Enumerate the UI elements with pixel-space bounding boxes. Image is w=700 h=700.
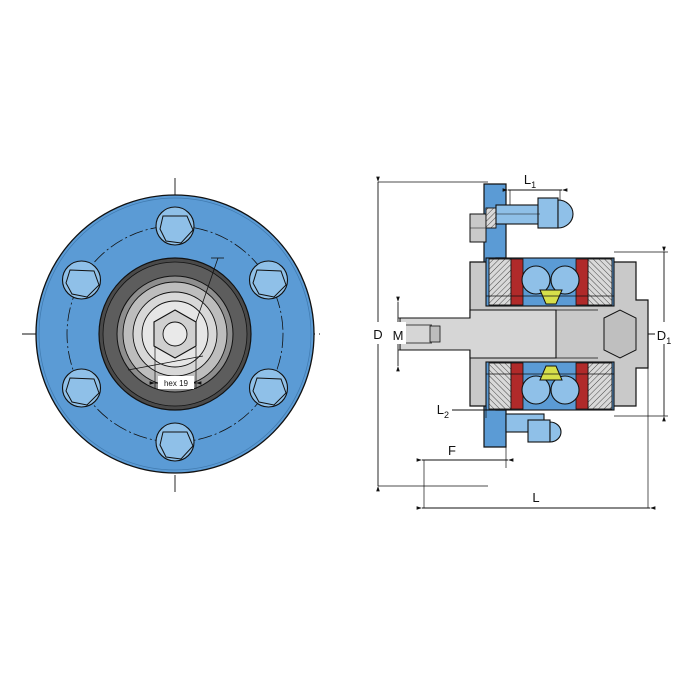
hex-socket-bore (162, 321, 188, 347)
grease-fitting-bottom (505, 413, 562, 443)
bearing-bottom-seal-right (587, 362, 613, 410)
dimension-L1: L1 (502, 172, 568, 205)
hex-label: hex 19 (164, 379, 189, 388)
M-label-bg (390, 322, 406, 344)
grease-fitting-top (469, 197, 574, 243)
front-view: hex 19 (22, 178, 320, 492)
bearing-bottom-seal-red-left (510, 362, 524, 410)
bolt-head-top (537, 197, 559, 229)
bolt-head (155, 422, 195, 462)
dimension-L: L (416, 368, 656, 510)
M-label: M (393, 328, 404, 343)
cage-top (539, 289, 563, 305)
dimension-D1: D1 (614, 246, 675, 422)
bolt-head (248, 368, 289, 408)
bolt-cap-top (557, 199, 574, 229)
flange-outer-edge (38, 197, 312, 471)
D1-label: D1 (657, 328, 671, 346)
ball-bottom-1 (521, 375, 551, 405)
dimension-L2: L2 (437, 402, 487, 420)
D-label: D (373, 327, 382, 342)
dimension-D: D (370, 176, 488, 492)
cage-bottom (539, 365, 563, 381)
bearing-top-seal-left (488, 258, 512, 306)
dimension-F: F (416, 443, 514, 468)
F-label: F (448, 443, 456, 458)
L1-label: L1 (524, 172, 536, 190)
bolt-head (61, 368, 102, 408)
bolt-head (155, 206, 195, 246)
L-label: L (532, 490, 539, 505)
L2-label: L2 (437, 402, 449, 420)
bolt-shank-top (495, 204, 541, 225)
ball-bottom-2 (550, 375, 580, 405)
bolt-head-bottom (527, 419, 551, 443)
bearing-top-seal-red-left (510, 258, 524, 306)
bolt-cap-bottom (549, 421, 562, 443)
ball-top-2 (550, 265, 580, 295)
hex-leader-line (195, 257, 219, 323)
bore-step (429, 325, 441, 343)
bearing-pack-top (485, 257, 615, 307)
fitting-thread (485, 207, 497, 229)
bolt-head (61, 260, 102, 300)
side-section-view (395, 183, 660, 448)
bolt-head (248, 260, 289, 300)
bolt-heads (61, 206, 289, 462)
bearing-bottom-seal-left (488, 362, 512, 410)
hex-dimension: hex 19 (149, 347, 202, 389)
front-diagonal-line (127, 355, 204, 371)
dimension-M: M (390, 296, 432, 372)
bearing-top-seal-right (587, 258, 613, 306)
hex-label-bg (158, 376, 194, 389)
dimension-annotations: L1 L2 D M D1 (370, 172, 675, 510)
bearing-pack-bottom (485, 361, 615, 411)
D1-label-bg (655, 322, 675, 344)
ball-top-1 (521, 265, 551, 295)
hex-end-feature (603, 309, 637, 359)
D-label-bg (370, 322, 386, 344)
